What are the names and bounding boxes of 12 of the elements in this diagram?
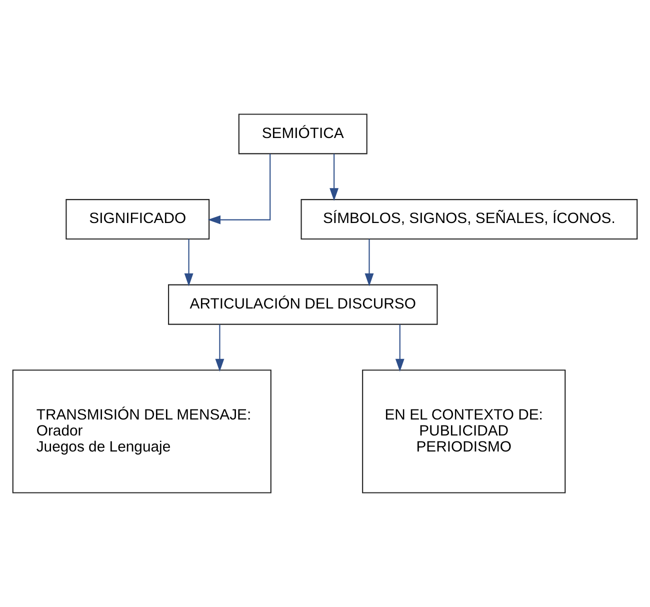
node-box: TRANSMISIÓN DEL MENSAJE: Orador Juegos de Lenguaje bbox=[12, 370, 272, 494]
node-box: SÍMBOLOS, SIGNOS, SEÑALES, ÍCONOS. bbox=[300, 199, 638, 240]
arrow bbox=[330, 154, 339, 201]
arrow bbox=[208, 154, 271, 224]
node-box: SIGNIFICADO bbox=[66, 199, 210, 240]
arrow bbox=[395, 324, 404, 372]
arrow bbox=[215, 324, 224, 372]
node-box: SEMIÓTICA bbox=[238, 114, 368, 154]
node-box: EN EL CONTEXTO DE: PUBLICIDAD PERIODISMO bbox=[362, 370, 566, 494]
arrow bbox=[184, 239, 194, 286]
arrow bbox=[364, 239, 374, 286]
node-box: ARTICULACIÓN DEL DISCURSO bbox=[168, 284, 438, 325]
